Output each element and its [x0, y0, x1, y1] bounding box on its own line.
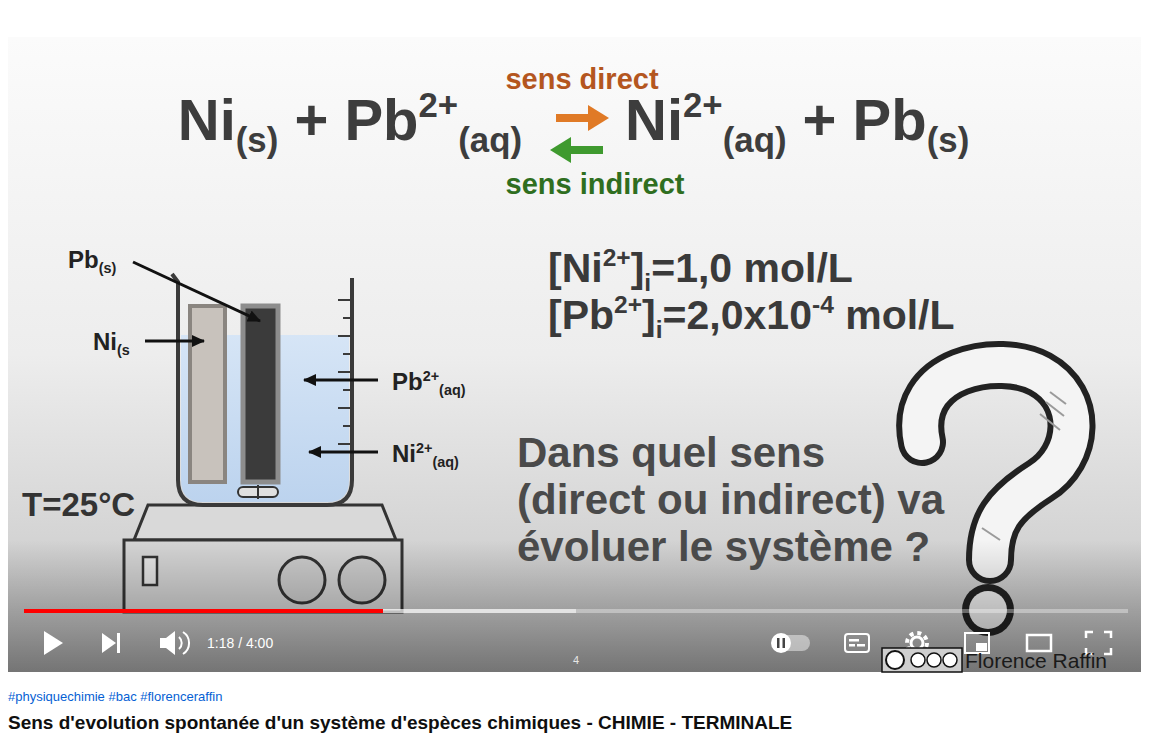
equation-reactants: Ni(s) + Pb2+(aq) — [178, 87, 522, 154]
concentration-label: [Pb2+]i=2,0x10-4 mol/L — [548, 292, 955, 339]
formula-text: ] — [642, 292, 656, 338]
video-background — [8, 37, 1141, 672]
subscript: (aq) — [439, 382, 465, 398]
subscript: (s) — [927, 120, 970, 159]
formula-text: + Pb — [278, 87, 418, 152]
formula-text: [Ni — [548, 245, 603, 291]
formula-text: Ni — [625, 87, 683, 152]
video-time: 1:18 / 4:00 — [207, 635, 273, 651]
subscript: (s) — [236, 120, 279, 159]
superscript: -4 — [812, 291, 834, 318]
video-title: Sens d'evolution spontanée d'un système … — [8, 712, 792, 734]
chapter-marker: 4 — [573, 654, 579, 667]
license-badge — [882, 648, 962, 672]
formula-text: Ni — [392, 440, 416, 467]
superscript: 2+ — [423, 368, 439, 384]
temperature-label: T=25°C — [22, 486, 135, 524]
concentration-label: [Ni2+]i=1,0 mol/L — [548, 245, 853, 292]
subscript: (aq) — [723, 120, 787, 159]
direction-label: sens indirect — [506, 168, 685, 201]
superscript: 2+ — [419, 85, 459, 124]
equilibrium-arrows — [550, 105, 609, 163]
superscript: 2+ — [603, 244, 631, 271]
question-text: Dans quel sens (direct ou indirect) va é… — [517, 429, 957, 570]
ion-label: Pb2+(aq) — [392, 368, 465, 396]
subscript: (aq) — [432, 454, 458, 470]
subscript: (s — [117, 342, 130, 358]
formula-text: Pb — [392, 368, 423, 395]
formula-text: [Pb — [548, 292, 614, 338]
electrode-label: Ni(s — [93, 328, 130, 356]
formula-text: Pb — [68, 246, 99, 273]
progress-bar — [24, 609, 1128, 613]
superscript: 2+ — [614, 291, 642, 318]
beaker — [172, 274, 352, 505]
leader-lines — [133, 262, 378, 452]
formula-text: mol/L — [834, 292, 955, 338]
formula-text: ] — [631, 245, 645, 291]
subscript: i — [656, 316, 663, 343]
formula-text: =2,0x10 — [663, 292, 812, 338]
formula-text: Ni — [93, 328, 117, 355]
formula-text: Ni — [178, 87, 236, 152]
lead-electrode — [243, 306, 278, 482]
superscript: 2+ — [683, 85, 723, 124]
hashtags: #physiquechimie #bac #florenceraffin — [8, 690, 222, 705]
subscript: (s) — [99, 260, 117, 276]
subscript: i — [644, 269, 651, 296]
superscript: 2+ — [416, 440, 432, 456]
nickel-electrode — [190, 306, 225, 482]
ion-label: Ni2+(aq) — [392, 440, 459, 468]
subscript: (aq) — [458, 120, 522, 159]
watermark: Florence Raffin — [965, 649, 1107, 673]
formula-text: + Pb — [786, 87, 926, 152]
formula-text: =1,0 mol/L — [651, 245, 853, 291]
equation-products: Ni2+(aq) + Pb(s) — [625, 87, 969, 154]
electrode-label: Pb(s) — [68, 246, 116, 274]
